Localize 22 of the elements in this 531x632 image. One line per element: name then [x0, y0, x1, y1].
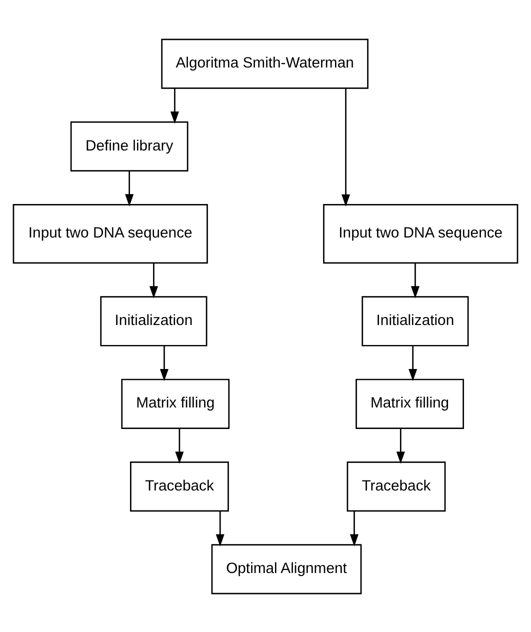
arrow — [408, 346, 418, 381]
node-box: Matrix filling — [121, 378, 230, 428]
node-box: Traceback — [346, 460, 446, 512]
node-box: Algoritma Smith-Waterman — [161, 38, 368, 88]
node-box: Matrix filling — [356, 378, 464, 428]
node-box: Initialization — [100, 296, 208, 346]
arrow — [410, 262, 420, 298]
node-box: Initialization — [362, 296, 469, 346]
node-box: Traceback — [130, 460, 229, 512]
node-box: Optimal Alignment — [211, 544, 362, 594]
arrow — [160, 346, 168, 381]
arrow — [175, 428, 184, 464]
arrow — [350, 510, 359, 546]
arrow — [216, 510, 224, 546]
arrow — [396, 428, 405, 464]
arrow — [342, 88, 350, 206]
node-box: Input two DNA sequence — [12, 204, 208, 264]
arrow — [125, 170, 134, 206]
node-box: Define library — [70, 120, 188, 172]
arrow — [149, 262, 158, 298]
arrow — [170, 88, 179, 124]
node-box: Input two DNA sequence — [323, 204, 518, 264]
